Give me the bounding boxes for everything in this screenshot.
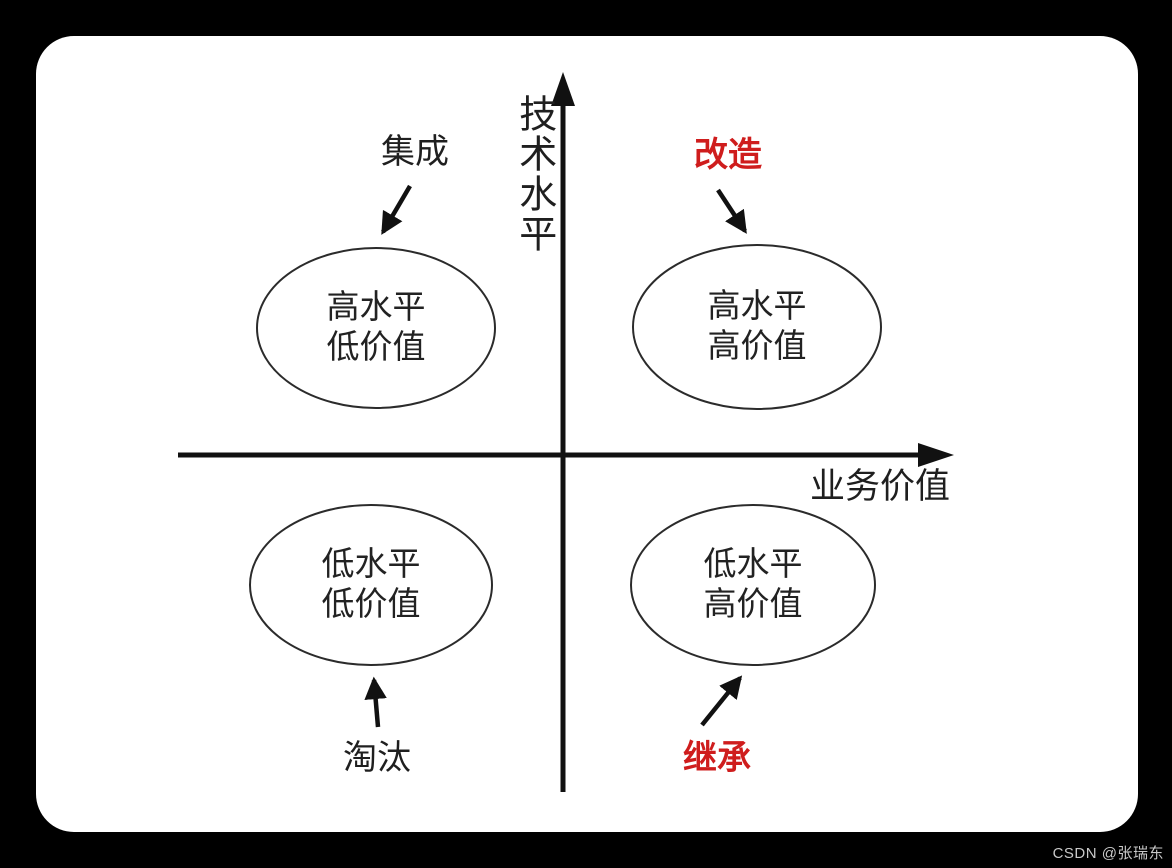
x-axis-arrowhead	[918, 443, 954, 467]
quadrant-text-line: 低水平	[321, 545, 421, 582]
ellipse-top-left	[256, 247, 496, 409]
annotation-inherit: 继承	[683, 739, 751, 777]
quadrant-text-top-right: 高水平 高价值	[652, 286, 862, 366]
quadrant-text-line: 高价值	[707, 327, 807, 364]
diagram-card	[36, 36, 1138, 832]
y-axis-label: 技术水平	[512, 94, 555, 254]
arrow-inherit	[700, 675, 743, 727]
arrow-integrate	[381, 184, 412, 235]
quadrant-text-line: 高水平	[707, 287, 807, 324]
x-axis-label: 业务价值	[809, 467, 950, 506]
quadrant-text-bottom-left: 低水平 低价值	[266, 544, 476, 624]
quadrant-text-line: 低水平	[703, 545, 803, 582]
csdn-watermark: CSDN @张瑞东	[1052, 845, 1164, 862]
quadrant-text-line: 高价值	[703, 585, 803, 622]
quadrant-text-top-left: 高水平 低价值	[271, 287, 481, 367]
quadrant-text-line: 低价值	[326, 328, 426, 365]
arrow-eliminate	[364, 676, 387, 728]
quadrant-text-line: 高水平	[326, 288, 426, 325]
y-axis	[551, 72, 575, 792]
annotation-transform: 改造	[694, 136, 762, 174]
x-axis	[178, 443, 954, 467]
y-axis-arrowhead	[551, 72, 575, 106]
annotation-eliminate: 淘汰	[343, 739, 411, 777]
ellipse-bottom-left	[249, 504, 493, 666]
ellipse-top-right	[632, 244, 882, 410]
quadrant-text-line: 低价值	[321, 585, 421, 622]
arrow-transform	[716, 188, 747, 234]
quadrant-text-bottom-right: 低水平 高价值	[648, 544, 858, 624]
annotation-integrate: 集成	[381, 133, 449, 171]
ellipse-bottom-right	[630, 504, 876, 666]
